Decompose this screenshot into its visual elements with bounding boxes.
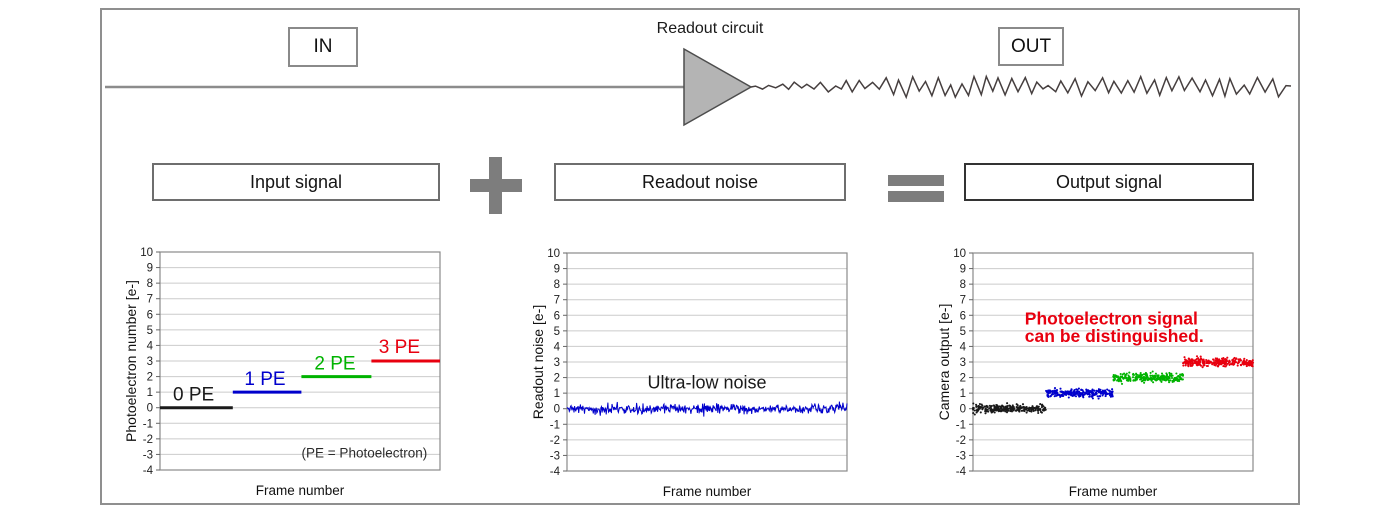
x-axis-label: Frame number (663, 484, 752, 499)
svg-text:-2: -2 (550, 435, 560, 447)
svg-text:-3: -3 (143, 449, 153, 461)
readout-circuit-label: Readout circuit (656, 20, 764, 37)
scatter-band (1045, 387, 1114, 400)
svg-text:8: 8 (554, 279, 560, 291)
svg-text:6: 6 (554, 310, 560, 322)
gridlines (567, 252, 847, 472)
svg-text:10: 10 (547, 248, 560, 260)
in-box: IN (288, 27, 358, 67)
svg-text:-1: -1 (550, 419, 560, 431)
svg-text:1: 1 (147, 387, 153, 399)
readout-noise-box: Readout noise (554, 163, 846, 201)
svg-text:-1: -1 (143, 418, 153, 430)
svg-text:3: 3 (960, 357, 966, 369)
svg-text:4: 4 (554, 341, 561, 353)
input-signal-box: Input signal (152, 163, 440, 201)
svg-text:6: 6 (147, 309, 153, 321)
svg-text:4: 4 (960, 341, 967, 353)
scatter-band (972, 402, 1047, 416)
svg-text:7: 7 (960, 295, 966, 307)
y-tick-marks (563, 252, 567, 472)
svg-text:2: 2 (554, 373, 560, 385)
step-label: 2 PE (314, 354, 355, 375)
in-label: IN (313, 36, 333, 57)
step-label: 3 PE (379, 337, 420, 358)
y-axis-label: Readout noise [e-] (530, 305, 546, 419)
y-axis-label: Camera output [e-] (936, 304, 952, 421)
noise-waveform (750, 74, 1292, 100)
chart-annotation: can be distinguished. (1025, 326, 1204, 346)
input-signal-label: Input signal (249, 171, 343, 192)
scatter-band (1112, 370, 1185, 385)
svg-text:8: 8 (147, 278, 153, 290)
scatter-band (1182, 355, 1255, 369)
chart-annotation: Photoelectron signal (1025, 309, 1198, 329)
equals-icon (888, 175, 944, 202)
chart-annotation: Ultra-low noise (647, 372, 766, 392)
svg-text:10: 10 (953, 248, 966, 260)
y-axis-label: Photoelectron number [e-] (123, 280, 139, 442)
x-axis-label: Frame number (1069, 484, 1158, 499)
svg-text:10: 10 (140, 247, 153, 259)
svg-text:7: 7 (147, 294, 153, 306)
svg-text:8: 8 (960, 279, 966, 291)
svg-text:3: 3 (554, 357, 560, 369)
svg-text:7: 7 (554, 295, 560, 307)
step-series: 0 PE 1 PE 2 PE 3 PE (160, 337, 440, 410)
amplifier-triangle-icon (683, 47, 753, 127)
svg-text:-3: -3 (550, 450, 560, 462)
svg-text:-4: -4 (956, 466, 967, 478)
readout-noise-label: Readout noise (641, 171, 759, 192)
svg-text:0: 0 (554, 404, 560, 416)
x-axis-label: Frame number (256, 483, 345, 498)
svg-text:-1: -1 (956, 419, 966, 431)
noise-trace (566, 401, 848, 417)
output-signal-label: Output signal (1055, 171, 1163, 192)
svg-text:2: 2 (960, 373, 966, 385)
step-label: 0 PE (173, 385, 214, 406)
svg-text:-2: -2 (956, 435, 966, 447)
chart-annotation: (PE = Photoelectron) (302, 446, 428, 461)
svg-text:1: 1 (554, 388, 560, 400)
output-signal-box: Output signal (964, 163, 1254, 201)
svg-text:5: 5 (147, 325, 153, 337)
svg-text:2: 2 (147, 372, 153, 384)
svg-text:6: 6 (960, 310, 966, 322)
step-label: 1 PE (244, 369, 285, 390)
plus-icon (470, 157, 522, 214)
svg-text:0: 0 (147, 403, 153, 415)
svg-text:5: 5 (554, 326, 560, 338)
svg-text:-2: -2 (143, 434, 153, 446)
svg-text:9: 9 (554, 264, 560, 276)
svg-text:-4: -4 (550, 466, 561, 478)
svg-text:9: 9 (960, 264, 966, 276)
svg-text:5: 5 (960, 326, 966, 338)
svg-text:-4: -4 (143, 465, 154, 477)
svg-text:1: 1 (960, 388, 966, 400)
y-tick-marks (156, 251, 160, 471)
svg-text:0: 0 (960, 404, 966, 416)
out-label: OUT (1010, 35, 1052, 57)
svg-text:4: 4 (147, 340, 154, 352)
svg-text:-3: -3 (956, 450, 966, 462)
svg-text:3: 3 (147, 356, 153, 368)
out-box: OUT (998, 27, 1064, 66)
svg-text:9: 9 (147, 263, 153, 275)
